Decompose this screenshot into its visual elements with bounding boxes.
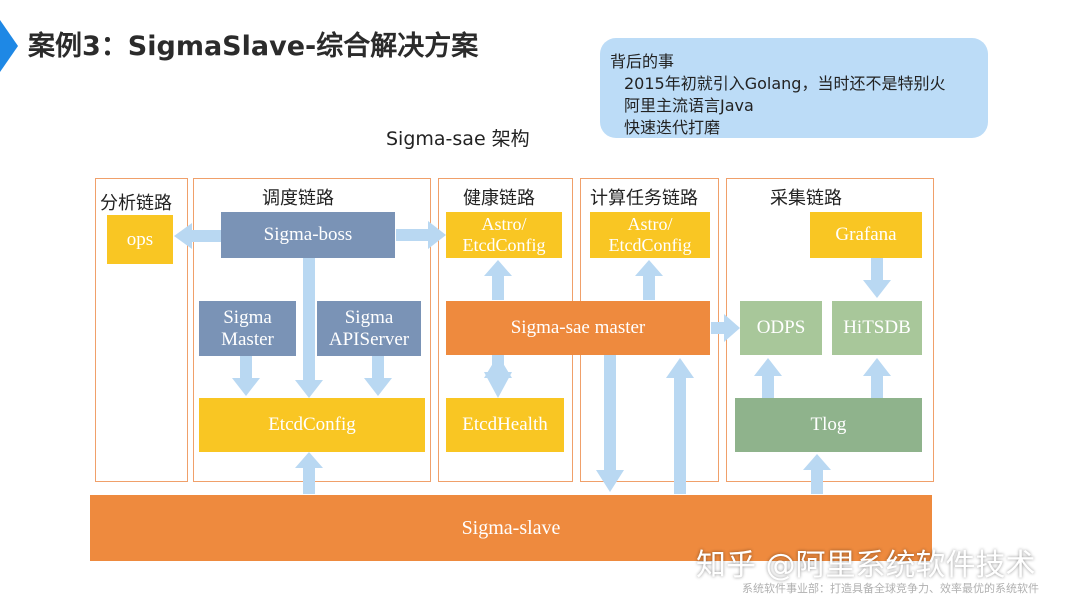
sigma-apiserver-box: Sigma APIServer <box>317 301 421 356</box>
slide-title: 案例3：SigmaSlave-综合解决方案 <box>28 31 479 62</box>
arrow-boss-to-etcdconfig <box>295 258 323 398</box>
grafana-box: Grafana <box>810 212 922 258</box>
sigma-slave-box: Sigma-slave <box>90 495 932 561</box>
arrow-sae-astro-health <box>484 260 512 300</box>
sigma-master-line1: Sigma <box>223 306 272 328</box>
note-line-1: 2015年初就引入Golang，当时还不是特别火 <box>624 74 946 93</box>
arrow-master-to-etcdconfig <box>232 356 260 396</box>
arrow-slave-to-tlog <box>803 454 831 494</box>
group-label-analysis: 分析链路 <box>100 193 172 214</box>
note-title: 背后的事 <box>610 52 675 71</box>
etcdconfig-box: EtcdConfig <box>199 398 425 452</box>
sigma-boss-box: Sigma-boss <box>221 212 395 258</box>
astro-health-line1: Astro/ <box>481 214 527 235</box>
group-label-health: 健康链路 <box>463 188 535 209</box>
sigma-sae-master-box: Sigma-sae master <box>446 301 710 355</box>
odps-box: ODPS <box>740 301 822 355</box>
astro-compute-line1: Astro/ <box>627 214 673 235</box>
hitsdb-box: HiTSDB <box>832 301 922 355</box>
sigma-apiserver-line1: Sigma <box>344 306 394 328</box>
note-box: 背后的事 2015年初就引入Golang，当时还不是特别火 阿里主流语言Java… <box>600 38 988 138</box>
etcdhealth-box: EtcdHealth <box>446 398 564 452</box>
group-label-compute: 计算任务链路 <box>590 188 698 209</box>
arrow-tlog-to-hitsdb <box>863 358 891 398</box>
astro-compute-line2: EtcdConfig <box>608 235 692 255</box>
sigma-master-line2: Master <box>221 328 274 350</box>
arrow-slave-to-etcdconfig <box>295 452 323 494</box>
diagram-title: Sigma-sae 架构 <box>386 128 530 150</box>
ops-box: ops <box>107 215 173 264</box>
note-line-2: 阿里主流语言Java <box>624 96 754 115</box>
astro-etcdconfig-health-box: Astro/ EtcdConfig <box>446 212 562 258</box>
watermark-subtitle: 系统软件事业部：打造具备全球竞争力、效率最优的系统软件 <box>742 582 1039 595</box>
arrow-sae-astro-compute <box>635 260 663 300</box>
astro-etcdconfig-compute-box: Astro/ EtcdConfig <box>590 212 710 258</box>
sigma-apiserver-line2: APIServer <box>328 328 410 350</box>
group-label-collect: 采集链路 <box>770 188 842 209</box>
arrow-boss-to-health <box>396 221 446 249</box>
arrow-compute-up <box>666 358 694 494</box>
arrow-sae-to-odps <box>711 314 740 342</box>
group-label-scheduling: 调度链路 <box>262 188 334 209</box>
arrow-sae-etcdhealth-top <box>484 355 512 378</box>
arrow-tlog-to-odps <box>754 358 782 398</box>
slide-marker <box>0 20 18 72</box>
arrow-boss-to-ops <box>174 223 221 249</box>
arrow-sae-etcdhealth-head <box>484 372 512 398</box>
sigma-master-box: Sigma Master <box>199 301 296 356</box>
tlog-box: Tlog <box>735 398 922 452</box>
arrow-hitsdb-to-grafana <box>863 258 891 298</box>
watermark: 知乎 @阿里系统软件技术 <box>696 548 1036 583</box>
note-line-3: 快速迭代打磨 <box>624 118 721 137</box>
arrow-compute-down <box>596 355 624 492</box>
arrow-api-to-etcdconfig <box>364 356 392 396</box>
astro-health-line2: EtcdConfig <box>462 235 546 255</box>
